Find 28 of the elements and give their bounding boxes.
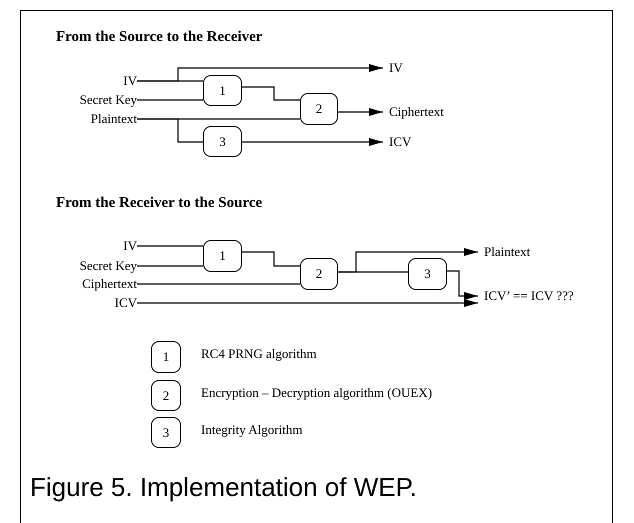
connector-line [137, 118, 203, 143]
arrow [137, 64, 383, 82]
process-box: 2 [300, 93, 338, 125]
process-box: 3 [408, 258, 447, 290]
legend-box: 3 [151, 417, 181, 448]
connector-line [338, 271, 408, 273]
connector-line [137, 245, 203, 247]
arrow [447, 270, 478, 300]
process-box: 1 [203, 240, 242, 272]
arrow [242, 138, 383, 146]
connector-line [137, 99, 203, 101]
connector-line [242, 86, 300, 101]
legend-description: Integrity Algorithm [201, 422, 302, 438]
arrow [338, 108, 383, 116]
section-heading: From the Receiver to the Source [56, 194, 262, 212]
legend-description: Encryption – Decryption algorithm (OUEX) [201, 385, 432, 401]
section-heading: From the Source to the Receiver [56, 28, 262, 46]
connector-line [137, 283, 300, 285]
legend-box: 2 [151, 380, 181, 411]
legend-box: 1 [151, 341, 181, 373]
process-box: 2 [300, 258, 338, 290]
connector-line [242, 251, 300, 267]
process-box: 3 [203, 126, 242, 157]
connector-line [137, 265, 203, 267]
arrow [137, 299, 478, 307]
process-box: 1 [203, 75, 242, 106]
figure-caption: Figure 5. Implementation of WEP. [30, 471, 417, 503]
legend-description: RC4 PRNG algorithm [201, 346, 317, 362]
